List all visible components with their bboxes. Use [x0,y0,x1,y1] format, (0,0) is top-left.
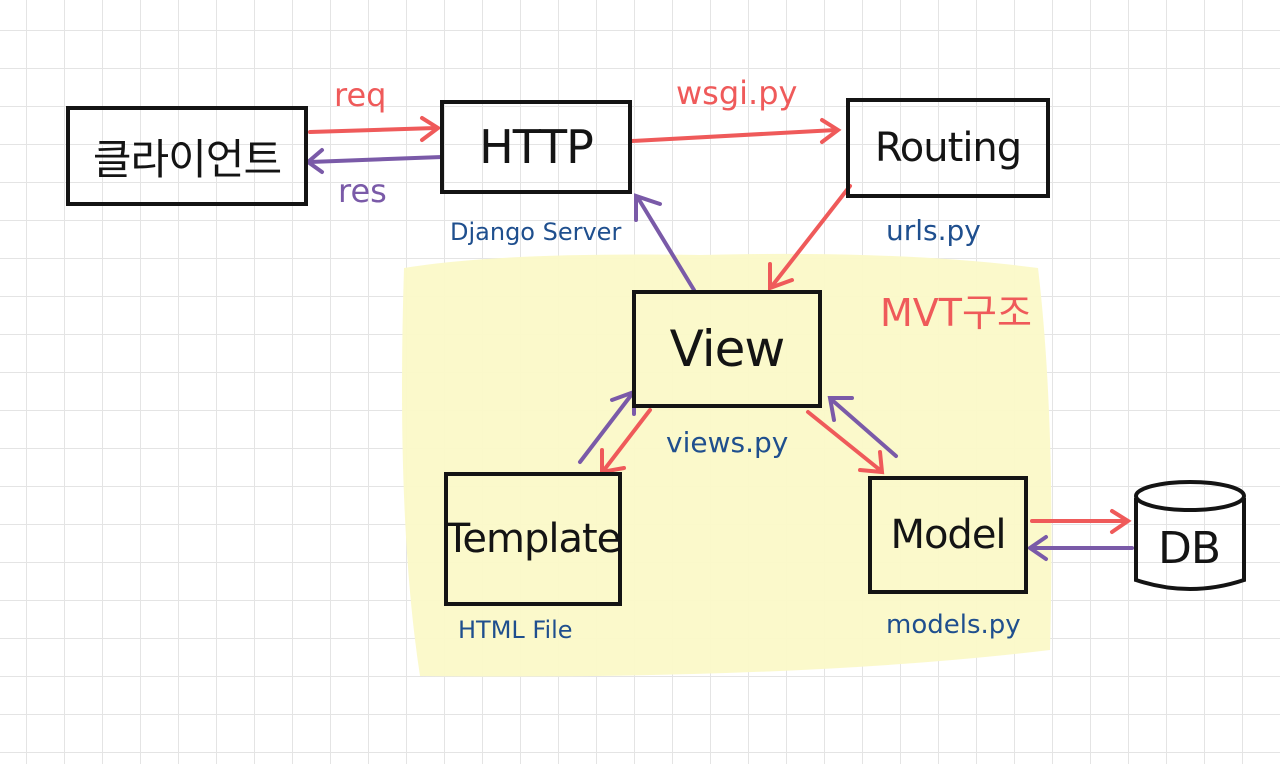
arrow-view-to-http [634,193,696,292]
routing-box: Routing [846,98,1050,198]
arrow-client-to-http [308,116,442,142]
arrow-view-to-model [806,410,885,475]
urls-label: urls.py [886,214,981,247]
arrow-http-to-routing [630,118,842,144]
db-node: DB [1133,483,1245,591]
template-box: Template [444,472,622,606]
arrow-model-to-db [1030,509,1132,534]
models-label: models.py [886,610,1021,640]
arrow-db-to-model [1026,535,1134,561]
db-label: DB [1157,523,1221,574]
routing-label: Routing [874,125,1022,171]
django-server-label: Django Server [450,218,622,246]
view-box: View [632,290,822,408]
model-box: Model [868,476,1028,594]
mvt-structure-label: MVT구조 [880,291,1032,335]
http-box: HTTP [440,100,632,194]
arrow-model-to-view [827,396,898,458]
model-label: Model [890,512,1006,558]
db-cylinder [1134,480,1246,591]
client-box: 클라이언트 [66,106,308,206]
template-label: Template [445,516,622,562]
arrow-routing-to-view [768,184,852,291]
client-label: 클라이언트 [92,134,282,184]
req-label: req [334,76,387,114]
res-label: res [338,172,387,210]
arrow-http-to-client [304,148,444,174]
mvt-highlight-region [402,253,1052,677]
views-label: views.py [666,426,789,459]
http-label: HTTP [479,120,594,174]
wsgi-label: wsgi.py [676,74,798,112]
view-label: View [669,320,786,378]
html-file-label: HTML File [458,616,573,644]
